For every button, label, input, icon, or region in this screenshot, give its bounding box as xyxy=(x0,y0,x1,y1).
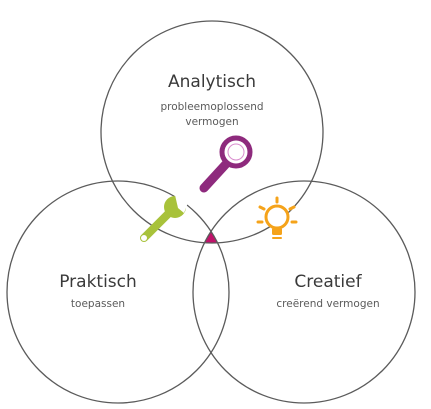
analytisch-title: Analytisch xyxy=(168,72,256,92)
praktisch-title: Praktisch xyxy=(59,272,137,292)
analytisch-subtitle-line1: probleemoplossend xyxy=(160,101,263,113)
creatief-subtitle: creërend vermogen xyxy=(276,298,379,310)
center-intersection xyxy=(193,181,229,243)
analytisch-subtitle-line2: vermogen xyxy=(185,116,238,128)
lightbulb-icon xyxy=(256,196,298,239)
circle-praktisch xyxy=(6,180,230,404)
creatief-title: Creatief xyxy=(294,272,362,292)
magnifier-icon xyxy=(199,135,253,193)
circle-creatief xyxy=(192,180,416,404)
praktisch-subtitle: toepassen xyxy=(71,298,125,310)
wrench-icon xyxy=(140,195,189,242)
circle-analytisch xyxy=(100,20,324,244)
